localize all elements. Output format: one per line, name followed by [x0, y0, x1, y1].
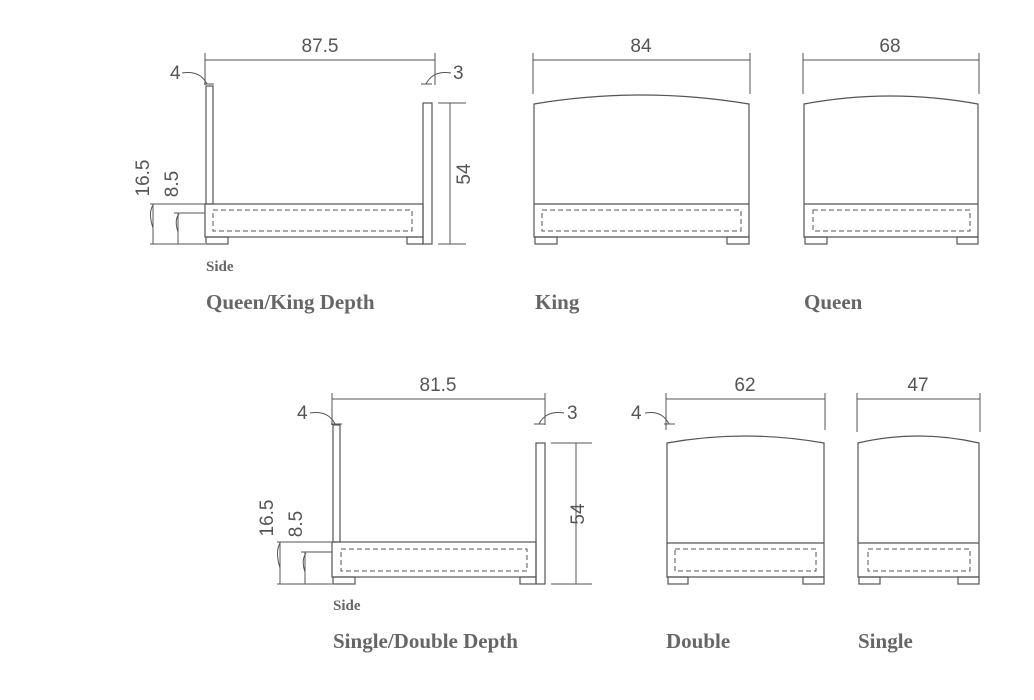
- single-double-side-view: 81.5 4 3 54 16.5 8.5 Side Single/Double …: [257, 375, 592, 653]
- single-double-side-label: Side: [333, 598, 361, 614]
- double-caption: Double: [666, 629, 730, 653]
- single-double-left-post-label: 4: [297, 403, 308, 424]
- double-front-view: 62 4 Double: [631, 375, 826, 653]
- queen-king-height-label: 54: [454, 163, 475, 185]
- queen-front-view: 68 Queen: [802, 36, 980, 314]
- single-double-frame-height-label: 8.5: [286, 511, 307, 537]
- queen-king-base-height-label: 16.5: [133, 160, 154, 197]
- single-double-depth-caption: Single/Double Depth: [333, 629, 518, 653]
- single-caption: Single: [858, 629, 913, 653]
- single-double-base-height-label: 16.5: [257, 500, 278, 537]
- single-double-right-post-label: 3: [567, 403, 578, 424]
- king-caption: King: [535, 290, 580, 314]
- queen-king-left-post-label: 4: [170, 63, 181, 84]
- queen-king-width-label: 87.5: [302, 36, 339, 57]
- queen-king-frame-height-label: 8.5: [162, 171, 183, 197]
- double-width-label: 62: [734, 375, 755, 396]
- single-front-view: 47 Single: [856, 375, 981, 653]
- queen-width-label: 68: [879, 36, 900, 57]
- single-double-width-label: 81.5: [420, 375, 457, 396]
- queen-king-depth-caption: Queen/King Depth: [206, 290, 375, 314]
- single-double-height-label: 54: [568, 503, 589, 525]
- double-post-label: 4: [631, 403, 642, 424]
- queen-king-side-label: Side: [206, 259, 234, 275]
- queen-king-side-view: 87.5 4 3 54 16.5 8.5 Side Queen: [133, 36, 475, 314]
- king-width-label: 84: [630, 36, 652, 57]
- queen-king-right-post-label: 3: [453, 63, 464, 84]
- single-width-label: 47: [907, 375, 928, 396]
- queen-caption: Queen: [804, 290, 863, 314]
- king-front-view: 84 King: [532, 36, 751, 314]
